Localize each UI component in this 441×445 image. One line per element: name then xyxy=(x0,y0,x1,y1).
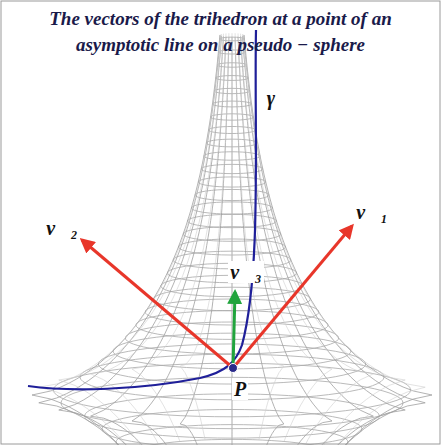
meridian-line xyxy=(180,37,229,445)
meridian-line xyxy=(244,35,432,445)
vector-arrow xyxy=(82,240,233,368)
meridian-line xyxy=(238,37,332,445)
meridian-line xyxy=(91,36,224,445)
meridian-line xyxy=(238,33,332,441)
point-dot xyxy=(229,364,238,373)
meridian-line xyxy=(132,33,226,441)
meridian-line xyxy=(241,34,374,444)
vector-label: v⃗₂ xyxy=(44,217,79,239)
meridian-line xyxy=(244,35,426,445)
asymptotic-curve xyxy=(28,30,256,389)
meridian-line xyxy=(244,36,426,445)
meridian-line xyxy=(91,34,224,444)
surface-mesh xyxy=(32,33,432,445)
meridian-line xyxy=(132,37,226,445)
meridian-line xyxy=(241,36,374,445)
curve-label: γ xyxy=(265,87,277,109)
meridian-line xyxy=(243,34,406,445)
meridian-line xyxy=(39,35,221,445)
vector-arrow xyxy=(233,292,235,368)
vector-arrow xyxy=(233,226,352,368)
meridian-line xyxy=(39,36,221,445)
vector-label: v⃗₃ xyxy=(228,261,263,283)
figure-title: The vectors of the trihedron at a point … xyxy=(20,6,421,58)
vector-label: v⃗₁ xyxy=(354,201,389,223)
meridian-line xyxy=(180,33,229,440)
point-label: P xyxy=(232,378,248,400)
meridian-line xyxy=(32,35,220,445)
